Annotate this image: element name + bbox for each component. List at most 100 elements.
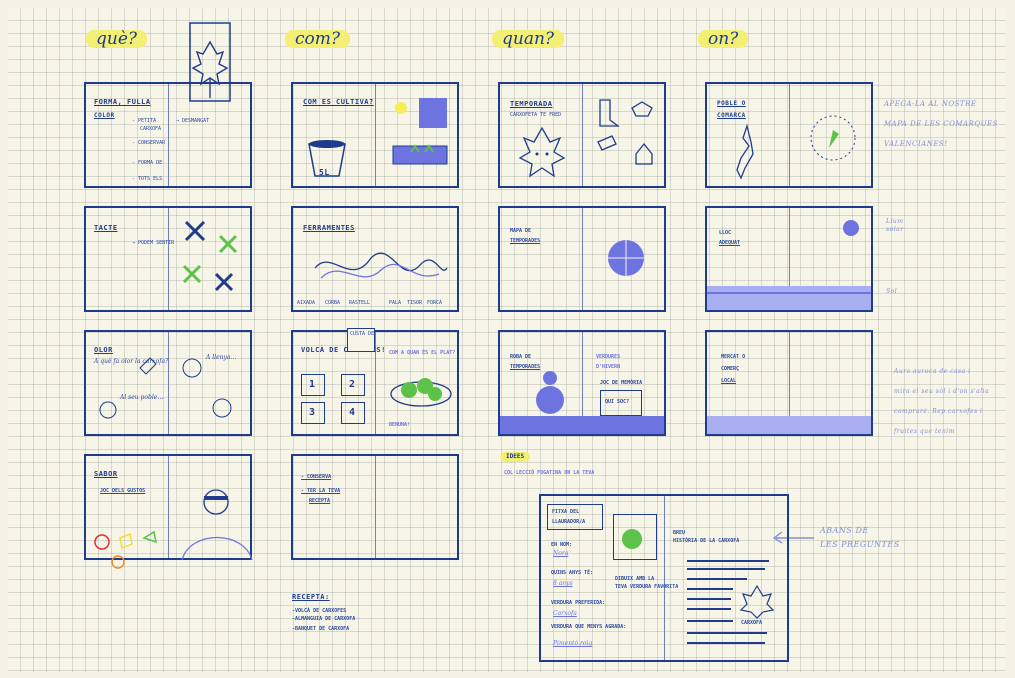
note-abans: LES PREGUNTES	[820, 540, 900, 549]
panel-roba: ROBA DE TEMPORADES VERDURES D'HIVERN JOC…	[498, 330, 666, 436]
panel-poble-sub: COMARCA	[717, 112, 746, 119]
child-character-icon	[181, 489, 253, 561]
panel-lloc-sub: ADEQUAT	[719, 240, 741, 246]
header-com: com?	[285, 30, 350, 48]
header-que: què?	[86, 30, 148, 48]
drawing-frame	[613, 514, 657, 560]
panel-poble-title: POBLE O	[717, 100, 746, 107]
roba-qui: QUI SOC?	[605, 399, 630, 405]
recipe-item: -VOLCÀ DE CARXOFES	[292, 608, 347, 614]
artichoke-character-icon	[518, 126, 566, 178]
soil-line	[707, 292, 871, 294]
counter-band	[707, 416, 871, 434]
booklet-value: Pimentó roig	[553, 640, 593, 647]
conserva-item: - TER LA TEVA	[301, 488, 341, 494]
conserva-item: RECEPTA	[309, 498, 331, 504]
stamp-ring-icon	[810, 115, 856, 161]
soil-band	[707, 286, 871, 310]
panel-mapa: MAPA DE TEMPORADES	[498, 206, 666, 312]
pot-label: 5L	[319, 168, 330, 177]
step-box: 2	[341, 374, 365, 396]
panel-sabor-title: SABOR	[94, 470, 118, 478]
recipe-card: CUSTA DE	[347, 328, 375, 352]
dish-icon	[390, 378, 452, 407]
booklet-title: FITXA DEL	[552, 509, 580, 515]
olor-q2: A llenya…	[206, 354, 237, 361]
artichoke-stamp-icon	[739, 584, 775, 619]
panel-mapa-title: MAPA DE	[510, 228, 532, 234]
roba-v1: VERDURES	[596, 354, 621, 360]
arrow-icon	[772, 531, 814, 544]
forma-item: CARXOFA	[140, 126, 162, 132]
panel-mapa-sub: TEMPORADES	[510, 238, 541, 244]
note-sol2: Sol	[886, 288, 898, 295]
panel-forma-sub: COLOR	[94, 112, 115, 119]
step-number: 3	[309, 407, 316, 418]
forma-item: - PETITA	[132, 118, 157, 124]
panel-lloc: LLOC ADEQUAT	[705, 206, 873, 312]
tool-label: RASTELL	[349, 300, 371, 306]
step-box: 4	[341, 402, 365, 424]
panel-mercat-sub2: LOCAL	[721, 378, 737, 384]
panel-conserva: - CONSERVA - TER LA TEVA RECEPTA	[291, 454, 459, 560]
panel-poble: POBLE O COMARCA	[705, 82, 873, 188]
history-title: HISTÒRIA DE LA CARXOFA	[673, 538, 740, 544]
panel-sabor: SABOR JOC DELS GUSTOS	[84, 454, 253, 569]
sun-icon	[395, 102, 407, 114]
stamp-label: CARXOFA	[741, 620, 763, 626]
snow-band	[500, 416, 664, 434]
sketch-sheet: què? com? quan? on? FORMA, FULLA COLOR -…	[8, 8, 1006, 672]
pot-icon	[308, 140, 346, 177]
forma-item: - CONSERVAR	[132, 140, 166, 146]
booklet: FITXA DEL LLAURADOR/A EN NOM: Nora QUINS…	[539, 494, 789, 662]
tool-label: FORCA	[427, 300, 443, 306]
step-number: 2	[349, 379, 356, 390]
clothes-icon	[597, 99, 653, 165]
panel-volca: VOLCÀ DE CARXOFES! CUSTA DE 1 2 3 4 COM …	[291, 328, 459, 436]
smell-icons	[99, 357, 232, 419]
volca-answer: DENUNA!	[389, 422, 411, 428]
recipe-item: -ALMANGUIA DE CARXOFA	[292, 616, 356, 622]
recipe-card-label: CUSTA DE	[350, 331, 375, 337]
note-aura: compraré. Rep carxofes i	[894, 408, 983, 415]
booklet-title-box: FITXA DEL LLAURADOR/A	[547, 504, 603, 530]
booklet-field: EN NOM:	[551, 542, 573, 548]
panel-ferramentes-title: FERRAMENTES	[303, 224, 355, 232]
step-box: 3	[301, 402, 325, 424]
note-abans: ABANS DE	[820, 526, 869, 535]
booklet-field: VERDURA QUE MENYS AGRADA:	[551, 624, 627, 630]
note-sol: Llum	[886, 218, 904, 225]
conserva-item: - CONSERVA	[301, 474, 332, 480]
recipes-title: RECEPTA:	[292, 593, 330, 601]
history-title: BREU	[673, 530, 686, 536]
panel-roba-sub: TEMPORADES	[510, 364, 541, 370]
panel-temporada-title: TEMPORADA	[510, 100, 553, 108]
panel-ferramentes: FERRAMENTES AIXADA CORBA RASTELL PALA TI…	[291, 206, 459, 312]
booklet-value: Nora	[553, 550, 569, 557]
roba-joc: JOC DE MEMÒRIA	[600, 380, 643, 386]
step-number: 4	[349, 407, 356, 418]
header-quan: quan?	[492, 30, 565, 48]
note-apega: VALENCIANES!	[884, 140, 948, 148]
snowman-icon	[536, 371, 564, 414]
note-apega: APEGA-LA AL NOSTRE	[884, 100, 977, 108]
memory-card: QUI SOC?	[600, 390, 642, 416]
panel-temporada: TEMPORADA CARXOFETA TE FRED	[498, 82, 666, 188]
tool-label: PALA	[389, 300, 402, 306]
roba-v2: D'HIVERN	[596, 364, 621, 370]
booklet-value: 8 anys	[553, 580, 573, 587]
tools-scribble-icon	[314, 252, 448, 279]
note-aura: mira el seu sòl i d'on s'alia	[894, 388, 990, 395]
artichoke-icon	[189, 22, 231, 102]
tool-label: AIXADA	[297, 300, 316, 306]
panel-lloc-title: LLOC	[719, 230, 732, 236]
step-box: 1	[301, 374, 325, 396]
panel-mercat: MERCAT O COMERÇ LOCAL	[705, 330, 873, 436]
panel-roba-title: ROBA DE	[510, 354, 532, 360]
panel-mercat-title: MERCAT O	[721, 354, 746, 360]
tool-label: CORBA	[325, 300, 341, 306]
fruit-icons	[94, 530, 157, 569]
panel-olor-title: OLOR	[94, 346, 113, 354]
panel-forma: FORMA, FULLA COLOR - PETITA → DESMANGAT …	[84, 82, 252, 188]
forma-item: - TOTS ELS	[132, 176, 163, 182]
